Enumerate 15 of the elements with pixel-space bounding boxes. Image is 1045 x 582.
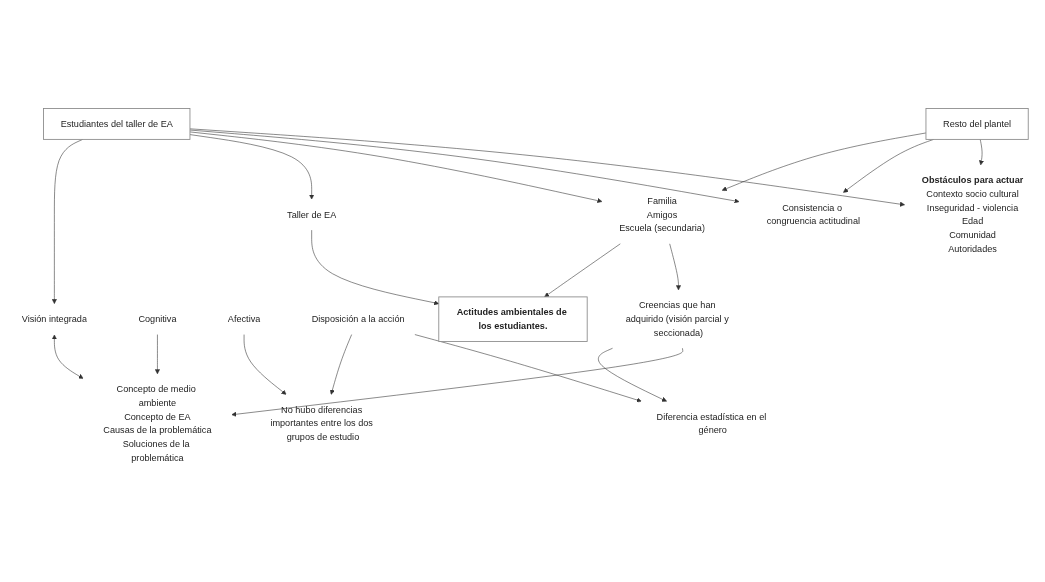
node-text: Familia Amigos Escuela (secundaria) [619, 195, 705, 234]
node-text: Concepto de medio ambiente Concepto de EA Causas de la problemática Soluciones de la problemática [103, 384, 212, 463]
node-text: Afectiva [227, 314, 261, 324]
node-text: Disposición a la acción [311, 314, 405, 324]
node-text: Creencias que han adquirido (visión parcial y seccionada) [625, 300, 729, 338]
node-box: Resto del plantel [925, 108, 1029, 140]
node-box: Estudiantes del taller de EA [43, 108, 191, 140]
node-text: Cognitiva [138, 314, 177, 324]
node-box: Actitudes ambientales de los estudiantes. [438, 296, 588, 342]
node-text: Obstáculos para actuar Contexto socio cultural Inseguridad - violencia Edad Comunidad Autoridades [921, 175, 1024, 254]
node-text: Consistencia o congruencia actitudinal [766, 202, 861, 227]
node-text: Diferencia estadística en el género [656, 411, 767, 436]
node-text: Visión integrada [21, 314, 88, 324]
node-text: Taller de EA [287, 209, 337, 220]
node-text: No hubo diferencias importantes entre los dos grupos de estudio [270, 404, 373, 442]
